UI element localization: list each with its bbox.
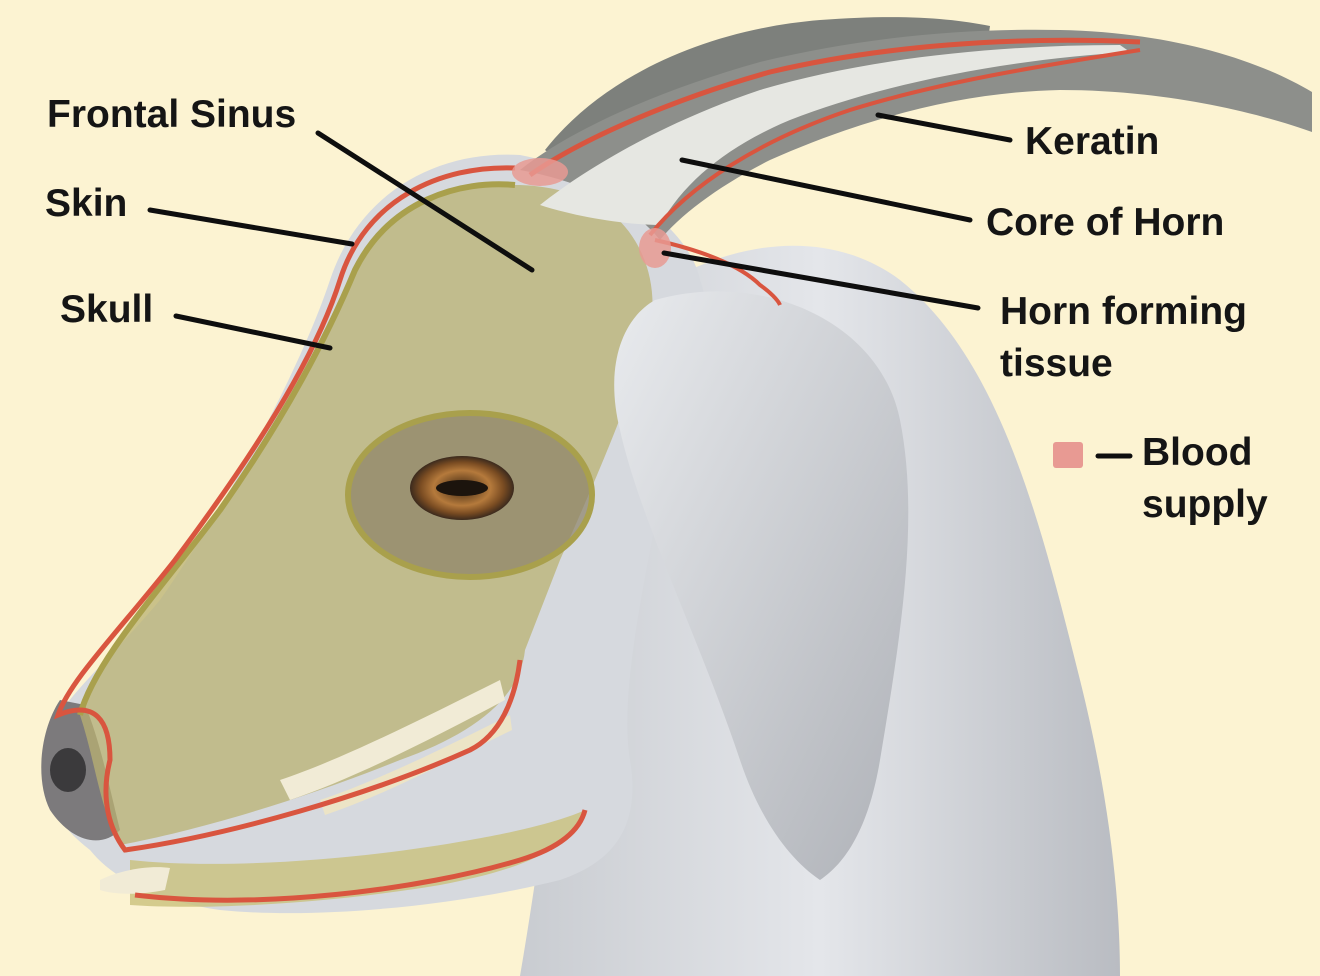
label-frontal-sinus: Frontal Sinus [47,95,296,134]
pupil-shape [436,480,488,496]
leader-core-of-horn [682,160,970,220]
blood-supply-patch-front [512,158,568,186]
label-horn-forming-tissue: Horn forming tissue [1000,286,1247,390]
nostril-shape [50,748,86,792]
leader-skin [150,210,352,244]
blood-supply-swatch [1053,442,1083,468]
label-skull: Skull [60,290,153,329]
label-blood-supply-line1: Blood [1142,427,1268,479]
label-skin: Skin [45,184,127,223]
blood-supply-patch-back [639,228,671,268]
label-keratin: Keratin [1025,122,1159,161]
label-horn-forming-line2: tissue [1000,338,1247,390]
label-core-of-horn: Core of Horn [986,203,1224,242]
label-horn-forming-line1: Horn forming [1000,286,1247,338]
label-blood-supply-line2: supply [1142,479,1268,531]
incisor-shape [100,867,170,894]
label-blood-supply: Blood supply [1142,427,1268,531]
leader-keratin [878,115,1010,140]
leader-skull [176,316,330,348]
